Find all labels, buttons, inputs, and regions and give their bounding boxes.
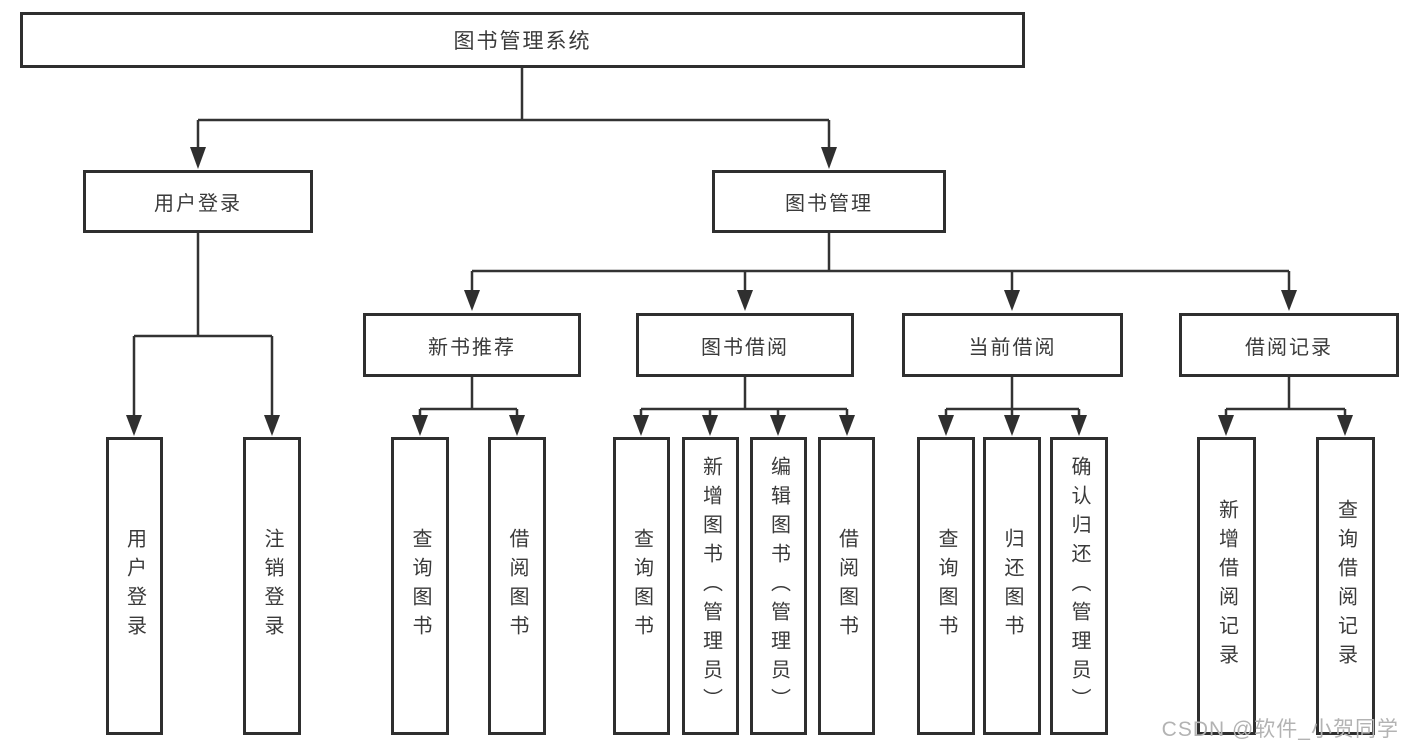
node-edit-book-admin: 编辑图书（管理员） bbox=[750, 437, 807, 735]
node-label: 编辑图书（管理员） bbox=[767, 455, 790, 717]
connector-user-login-children bbox=[132, 233, 274, 415]
arrowhead-user-login bbox=[190, 147, 206, 169]
node-label: 新增借阅记录 bbox=[1215, 499, 1238, 673]
node-query-books: 查询图书 bbox=[613, 437, 670, 735]
node-root: 图书管理系统 bbox=[20, 12, 1025, 68]
arrowhead-borrow-records bbox=[1281, 290, 1297, 311]
arrowhead-borrow-books bbox=[509, 415, 525, 436]
node-query-borrow-record: 查询借阅记录 bbox=[1316, 437, 1375, 735]
arrowhead-add-book-admin bbox=[702, 415, 718, 436]
node-user-login-action: 用户登录 bbox=[106, 437, 163, 735]
arrowhead-book-management bbox=[821, 147, 837, 169]
arrowhead-add-borrow-record bbox=[1218, 415, 1234, 436]
arrowhead-query-books bbox=[938, 415, 954, 436]
node-current-borrow: 当前借阅 bbox=[902, 313, 1123, 377]
connector-book-borrow-children bbox=[639, 377, 849, 415]
node-label: 查询图书 bbox=[409, 528, 431, 644]
arrowhead-book-borrow bbox=[737, 290, 753, 311]
node-new-book-recommend: 新书推荐 bbox=[363, 313, 581, 377]
node-user-login: 用户登录 bbox=[83, 170, 313, 233]
node-add-book-admin: 新增图书（管理员） bbox=[682, 437, 739, 735]
node-add-borrow-record: 新增借阅记录 bbox=[1197, 437, 1256, 735]
connector-new-book-recommend-children bbox=[418, 377, 519, 415]
node-label: 借阅图书 bbox=[835, 528, 858, 644]
arrowhead-logout-action bbox=[264, 415, 280, 436]
connector-current-borrow-children bbox=[944, 377, 1081, 415]
arrowhead-confirm-return-admin bbox=[1071, 415, 1087, 436]
node-book-borrow: 图书借阅 bbox=[636, 313, 854, 377]
node-label: 查询借阅记录 bbox=[1334, 499, 1357, 673]
arrowhead-new-book-recommend bbox=[464, 290, 480, 311]
node-return-books: 归还图书 bbox=[983, 437, 1041, 735]
node-label: 查询图书 bbox=[935, 528, 957, 644]
node-logout-action: 注销登录 bbox=[243, 437, 301, 735]
node-label: 查询图书 bbox=[630, 528, 653, 644]
node-confirm-return-admin: 确认归还（管理员） bbox=[1050, 437, 1108, 735]
node-label: 注销登录 bbox=[261, 528, 283, 644]
node-label: 用户登录 bbox=[123, 528, 146, 644]
connector-book-management-children bbox=[470, 233, 1291, 290]
csdn-watermark: CSDN @软件_小贺同学 bbox=[1161, 718, 1399, 741]
node-book-management: 图书管理 bbox=[712, 170, 946, 233]
node-query-books: 查询图书 bbox=[391, 437, 449, 735]
arrowhead-query-books bbox=[633, 415, 649, 436]
node-borrow-books: 借阅图书 bbox=[488, 437, 546, 735]
node-label: 归还图书 bbox=[1001, 528, 1023, 644]
node-borrow-books: 借阅图书 bbox=[818, 437, 875, 735]
node-label: 确认归还（管理员） bbox=[1068, 455, 1090, 717]
arrowhead-current-borrow bbox=[1004, 290, 1020, 311]
node-label: 借阅图书 bbox=[506, 528, 528, 644]
node-borrow-records: 借阅记录 bbox=[1179, 313, 1399, 377]
arrowhead-borrow-books bbox=[839, 415, 855, 436]
arrowhead-edit-book-admin bbox=[770, 415, 786, 436]
arrowhead-query-borrow-record bbox=[1337, 415, 1353, 436]
connector-borrow-records-children bbox=[1224, 377, 1347, 415]
node-query-books: 查询图书 bbox=[917, 437, 975, 735]
arrowhead-user-login-action bbox=[126, 415, 142, 436]
connector-root-to-level2 bbox=[196, 68, 831, 148]
arrowhead-query-books bbox=[412, 415, 428, 436]
node-label: 新增图书（管理员） bbox=[699, 455, 722, 717]
arrowhead-return-books bbox=[1004, 415, 1020, 436]
